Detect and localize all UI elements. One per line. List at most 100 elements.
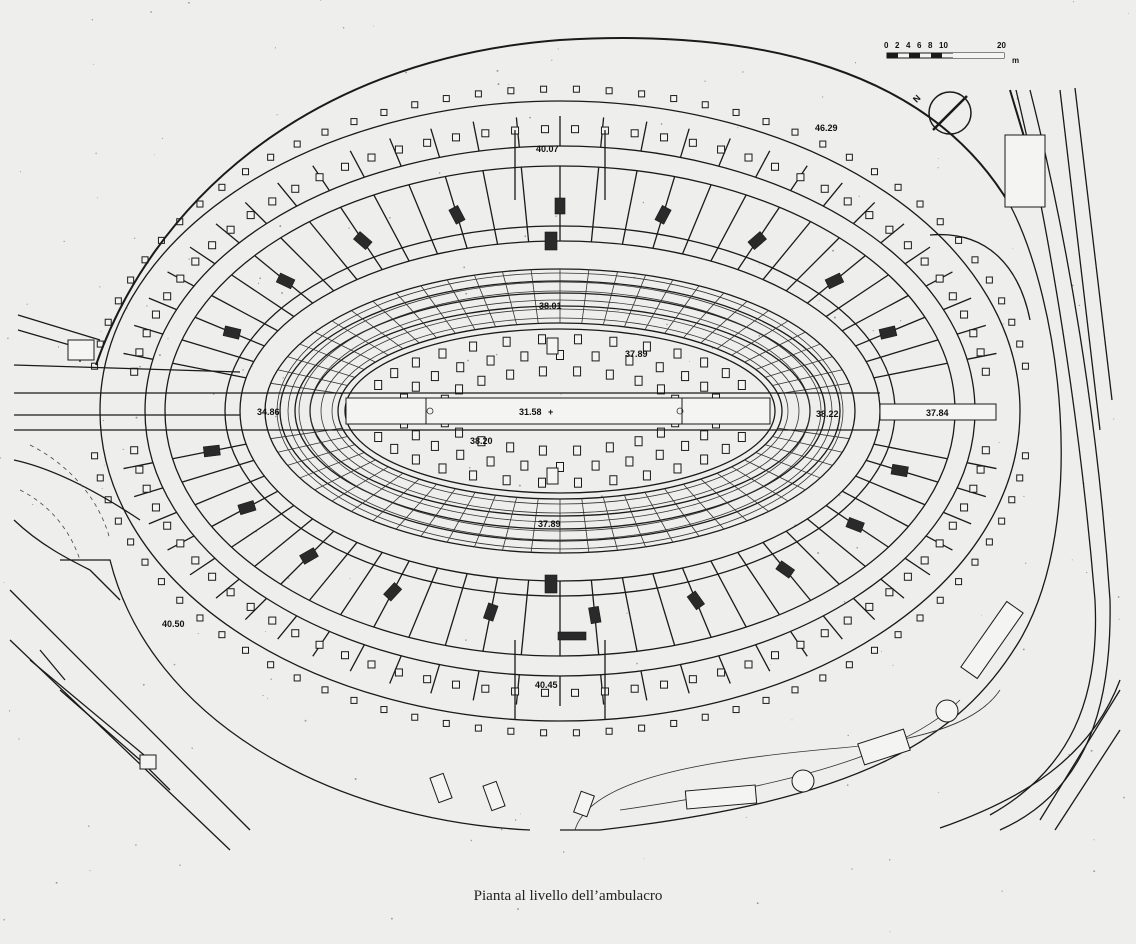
staircase [222, 325, 242, 340]
outer-niche [350, 696, 358, 704]
outer-niche [701, 101, 709, 109]
paper-speck [704, 80, 706, 82]
outer-niche [411, 101, 419, 109]
radial-wall [624, 495, 647, 548]
radial-wall [277, 182, 298, 207]
paper-speck [500, 828, 503, 831]
paper-speck [981, 614, 983, 616]
radial-wall [420, 488, 456, 537]
paper-speck [342, 26, 345, 29]
outer-niche [163, 521, 172, 530]
arena-post-hole [591, 351, 600, 362]
radial-wall [430, 664, 441, 694]
arena-post-hole [656, 384, 665, 395]
outer-niche [732, 706, 740, 714]
outer-niche [796, 173, 805, 182]
paper-speck [555, 215, 557, 217]
radial-wall [123, 462, 154, 470]
paper-speck [854, 62, 857, 64]
outer-niche [732, 108, 740, 116]
outer-niche [771, 651, 779, 660]
outer-niche [660, 133, 669, 142]
paper-speck [711, 347, 714, 349]
paper-speck [595, 295, 597, 297]
outer-niche [960, 503, 969, 512]
arena-post-hole [673, 463, 682, 474]
radial-wall [254, 518, 314, 567]
outer-niche [246, 602, 255, 611]
arena-post-hole [656, 427, 665, 438]
arena-post-hole [374, 379, 383, 390]
outer-niche [474, 90, 482, 98]
radial-wall [755, 343, 821, 370]
outer-niche [969, 329, 978, 338]
outer-niche [127, 276, 135, 284]
center-cross-mark: + [548, 407, 553, 417]
radial-wall [277, 369, 348, 386]
outer-niche [885, 588, 894, 597]
radial-wall [372, 300, 420, 344]
paper-speck [496, 69, 499, 72]
radial-wall [181, 339, 254, 363]
staircase [775, 560, 796, 579]
arena-post-hole [477, 375, 486, 386]
paper-speck [281, 291, 284, 294]
paper-speck [553, 526, 555, 528]
arena-post-hole [520, 351, 529, 362]
arena-post-hole [700, 430, 709, 441]
arena-post-hole [502, 475, 511, 486]
paper-speck [562, 851, 565, 853]
paper-speck [7, 337, 9, 339]
staircase [353, 231, 373, 250]
paper-speck [19, 171, 22, 173]
paper-speck [135, 416, 138, 419]
outer-niche [894, 183, 902, 191]
paper-speck [274, 47, 277, 49]
paper-speck [847, 734, 849, 737]
radial-wall [785, 237, 840, 292]
outer-niche [141, 558, 149, 566]
radial-wall [502, 497, 518, 551]
paper-speck [937, 167, 939, 169]
paper-speck [737, 127, 739, 129]
radial-wall [841, 294, 909, 332]
paper-speck [508, 84, 510, 86]
radial-wall [349, 150, 365, 178]
elevation-label: 37.89 [538, 519, 561, 529]
radial-wall [664, 488, 700, 537]
outer-niche [717, 145, 726, 154]
arena-post-hole [573, 366, 582, 377]
outer-niche [701, 713, 709, 721]
outer-niche [91, 452, 99, 460]
radial-wall [762, 221, 812, 281]
arena-post-hole [655, 449, 664, 460]
radial-wall [681, 184, 712, 255]
paper-speck [126, 307, 128, 309]
paper-speck [465, 292, 468, 295]
scale-tick-20: 20 [997, 41, 1006, 50]
radial-wall [308, 221, 358, 281]
radial-wall [473, 495, 496, 548]
outer-niche [791, 686, 799, 694]
outer-niche [903, 572, 912, 581]
outer-niche [571, 125, 580, 134]
staircase [588, 605, 602, 625]
scale-unit: m [1012, 56, 1019, 65]
outer-niche [267, 661, 275, 669]
radial-wall [700, 300, 748, 344]
outer-niche [1008, 496, 1016, 504]
arena-post-hole [556, 462, 564, 472]
paper-speck [89, 870, 91, 872]
arena-post-hole [605, 369, 614, 380]
outer-niche [268, 616, 277, 625]
outer-niche [507, 87, 515, 95]
outer-niche [423, 138, 432, 147]
outer-niche [920, 556, 929, 565]
radial-wall [189, 557, 216, 576]
arena-post-hole [634, 375, 643, 386]
outer-niche [540, 125, 549, 134]
seating-step [309, 299, 811, 523]
paper-speck [95, 152, 97, 154]
outer-niche [293, 140, 301, 148]
elevation-label: 46.29 [815, 123, 838, 133]
